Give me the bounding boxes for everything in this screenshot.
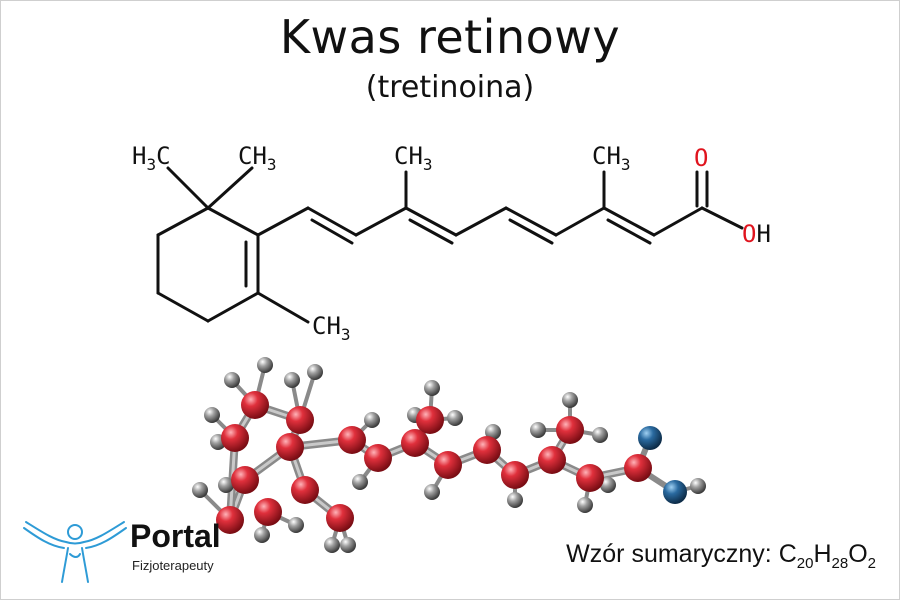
chain-bond: [652, 206, 704, 237]
ch3-label-gem: CH3: [238, 142, 277, 174]
carbon-atom: [556, 416, 584, 444]
carbon-atom: [624, 454, 652, 482]
hydrogen-atom: [284, 372, 300, 388]
ball-and-stick-model: [192, 357, 706, 553]
chain-bond: [354, 206, 408, 237]
carbon-atom: [576, 464, 604, 492]
hydrogen-atom: [364, 412, 380, 428]
carbon-atom: [254, 498, 282, 526]
carbon-atom: [338, 426, 366, 454]
hydrogen-atom: [324, 537, 340, 553]
hydroxyl-label: OH: [742, 220, 771, 248]
hydrogen-atom: [340, 537, 356, 553]
ch3-label-chain-1: CH3: [394, 142, 433, 174]
hydrogen-atom: [218, 477, 234, 493]
chain-double-bond: [508, 218, 554, 245]
ch3-label-ring: CH3: [312, 312, 351, 344]
chain-double-bond: [408, 218, 454, 245]
hydrogen-atom: [485, 424, 501, 440]
hydrogen-atom: [507, 492, 523, 508]
hydrogen-atom: [307, 364, 323, 380]
logo-figure-icon: [23, 521, 127, 583]
chain-bond: [256, 206, 310, 237]
chain-bond: [554, 206, 606, 237]
oxygen-label: O: [694, 144, 708, 172]
carbon-atom: [326, 504, 354, 532]
ring-bond: [156, 206, 210, 237]
hydrogen-atom: [257, 357, 273, 373]
carbon-atom: [501, 461, 529, 489]
hydrogen-atom: [424, 380, 440, 396]
hydrogen-atom: [562, 392, 578, 408]
hydrogen-atom: [600, 477, 616, 493]
oxygen-atom: [638, 426, 662, 450]
methyl-bond: [166, 166, 210, 210]
chain-double-bond: [310, 218, 354, 245]
carbon-atom: [473, 436, 501, 464]
portal-logo: Portal Fizjoterapeuty: [20, 514, 260, 584]
h3c-label-left: H3C: [132, 142, 171, 174]
carbon-atom: [241, 391, 269, 419]
hydrogen-atom: [592, 427, 608, 443]
hydrogen-atom: [288, 517, 304, 533]
oxygen-atom: [663, 480, 687, 504]
ring-bond: [206, 206, 260, 237]
carbon-atom: [416, 406, 444, 434]
formula-label: Wzór sumaryczny:: [566, 540, 779, 568]
hydrogen-atom: [424, 484, 440, 500]
hydrogen-atom: [352, 474, 368, 490]
page-subtitle: (tretinoina): [365, 70, 535, 105]
ring-bond: [156, 291, 210, 323]
carbon-atom: [364, 444, 392, 472]
hydrogen-atom: [447, 410, 463, 426]
hydrogen-atom: [577, 497, 593, 513]
methyl-bond: [256, 291, 310, 324]
chain-double-bond: [606, 218, 652, 245]
chain-double-bond: [306, 206, 358, 237]
carbon-atom: [276, 433, 304, 461]
hydrogen-atom: [530, 422, 546, 438]
page-title: Kwas retinowy: [279, 10, 621, 64]
carbon-atom: [231, 466, 259, 494]
hydrogen-atom: [192, 482, 208, 498]
molecular-formula: Wzór sumaryczny: C20H28O2: [566, 540, 876, 572]
logo-name: Portal: [130, 518, 221, 554]
carbon-atom: [216, 506, 244, 534]
carbon-atom: [221, 424, 249, 452]
ring-bond: [206, 291, 260, 323]
carbon-atom: [538, 446, 566, 474]
chain-double-bond: [602, 206, 656, 237]
chain-bond: [454, 206, 508, 237]
hydrogen-atom: [224, 372, 240, 388]
carbon-atom: [401, 429, 429, 457]
logo-tagline: Fizjoterapeuty: [132, 558, 214, 573]
hydrogen-atom: [254, 527, 270, 543]
carbon-atom: [434, 451, 462, 479]
methyl-bond: [206, 166, 254, 210]
carbon-atom: [291, 476, 319, 504]
hydrogen-atom: [204, 407, 220, 423]
chain-double-bond: [504, 206, 558, 237]
ch3-label-chain-2: CH3: [592, 142, 631, 174]
hydrogen-atom: [690, 478, 706, 494]
carbon-atom: [286, 406, 314, 434]
chain-double-bond: [404, 206, 458, 237]
hydroxyl-bond: [700, 206, 744, 230]
